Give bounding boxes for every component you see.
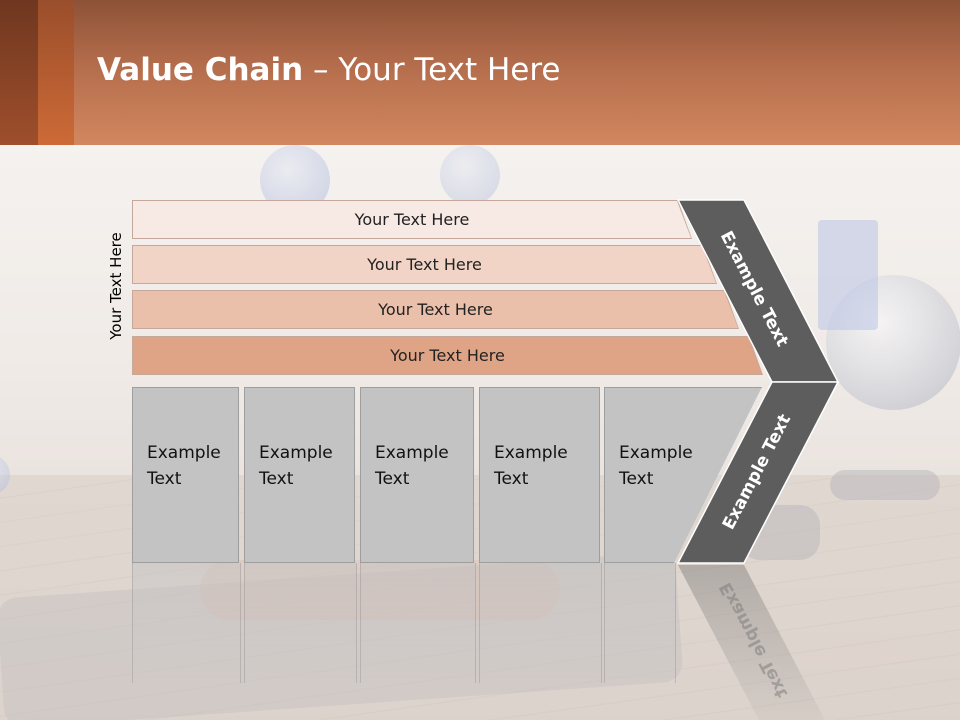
slide-title-bold: Value Chain	[97, 52, 304, 88]
slide-title: Value Chain – Your Text Here	[97, 52, 560, 88]
chevron-reflection	[678, 565, 825, 720]
primary-box-line1: Example	[259, 443, 333, 463]
support-bar-label: Your Text Here	[354, 210, 470, 229]
chevron-lower-arm	[676, 381, 840, 564]
support-bar-3: Your Text Here	[132, 290, 739, 329]
exercise-ball	[0, 455, 10, 495]
support-bar-fill	[133, 201, 691, 238]
primary-box-line1: Example	[494, 443, 568, 463]
header-band: Value Chain – Your Text Here	[0, 0, 960, 145]
exercise-mat	[830, 470, 940, 500]
support-bar-fill	[133, 246, 716, 283]
primary-box-line2: Text	[147, 469, 182, 489]
header-accent-strip	[38, 0, 74, 145]
slide-title-rest: – Your Text Here	[303, 52, 561, 88]
foam-roller	[818, 220, 878, 330]
support-bar-fill	[133, 337, 762, 374]
header-accent-strip	[0, 0, 38, 145]
primary-box-line2: Text	[259, 469, 294, 489]
primary-box-line1: Example	[147, 443, 221, 463]
support-bar-label: Your Text Here	[367, 255, 482, 274]
primary-box-line1: Example	[375, 443, 449, 463]
primary-box-line1: Example	[619, 443, 693, 463]
exercise-ball	[440, 145, 500, 205]
support-bar-2: Your Text Here	[132, 245, 717, 284]
primary-box-line2: Text	[375, 469, 410, 489]
support-bar-label: Your Text Here	[378, 300, 493, 319]
support-bar-1: Your Text Here	[132, 200, 692, 239]
primary-box-line2: Text	[494, 469, 529, 489]
support-bar-4: Your Text Here	[132, 336, 763, 375]
support-bar-label: Your Text Here	[390, 346, 505, 365]
primary-box-line2: Text	[619, 469, 654, 489]
support-bar-fill	[133, 291, 738, 328]
